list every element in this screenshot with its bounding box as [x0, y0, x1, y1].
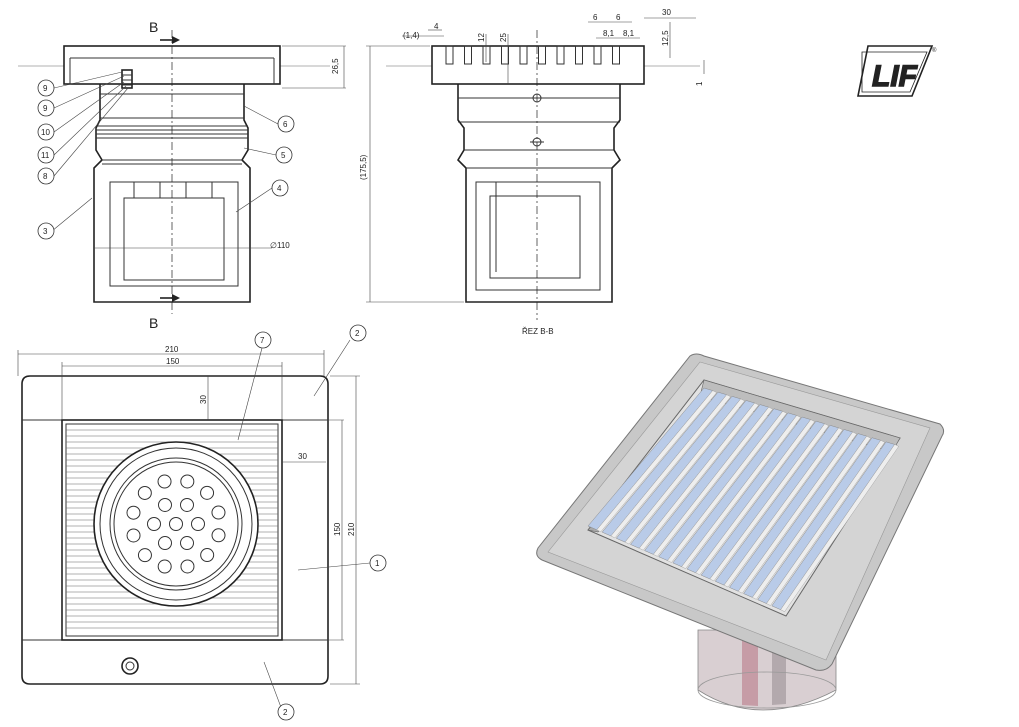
- front-view: B B 26,5 ∅110 9 9 10 11 8 3 4 5 6: [18, 19, 346, 331]
- section-label-top: B: [149, 19, 158, 35]
- balloon-1: 1: [369, 554, 387, 572]
- balloon-7: 7: [254, 331, 272, 349]
- svg-text:10: 10: [41, 128, 50, 137]
- dim-plan-210-h: 210: [347, 522, 356, 536]
- balloon-5: 5: [275, 146, 293, 164]
- dim-top-8-1a: 8,1: [603, 29, 615, 38]
- svg-text:8: 8: [43, 172, 48, 181]
- balloon-10: 10: [37, 123, 55, 141]
- svg-text:3: 3: [43, 227, 48, 236]
- dim-top-12: 12: [477, 33, 486, 42]
- dim-top-12-5: 12,5: [661, 30, 670, 46]
- dim-total-height: (175,5): [359, 154, 368, 180]
- balloon-9a: 9: [37, 79, 55, 97]
- dim-top-4: 4: [434, 22, 439, 31]
- svg-text:2: 2: [355, 329, 360, 338]
- balloon-11: 11: [37, 146, 55, 164]
- svg-text:9: 9: [43, 84, 48, 93]
- balloon-3: 3: [37, 222, 55, 240]
- dim-plan-150-h: 150: [333, 522, 342, 536]
- section-caption: ŘEZ B-B: [522, 327, 554, 336]
- section-label-bottom: B: [149, 315, 158, 331]
- svg-text:5: 5: [281, 151, 286, 160]
- dim-right-1: 1: [695, 81, 704, 86]
- svg-text:1: 1: [375, 559, 380, 568]
- dim-top-25: 25: [499, 33, 508, 42]
- balloon-8: 8: [37, 167, 55, 185]
- dim-top-8-1b: 8,1: [623, 29, 635, 38]
- dim-top-1-4: (1,4): [403, 31, 420, 40]
- dim-diameter: ∅110: [270, 241, 290, 250]
- balloon-2b: 2: [277, 703, 295, 721]
- dim-flange-height: 26,5: [331, 58, 340, 74]
- balloon-9b: 9: [37, 99, 55, 117]
- dim-top-6a: 6: [593, 13, 598, 22]
- svg-text:11: 11: [41, 151, 50, 160]
- svg-text:2: 2: [283, 708, 288, 717]
- isometric-render: [536, 353, 945, 711]
- dim-top-6b: 6: [616, 13, 621, 22]
- svg-text:4: 4: [277, 184, 282, 193]
- plan-view: 210 150 30 30 150 210 7 2 1 2: [17, 324, 387, 721]
- company-logo: LIF ®: [857, 45, 937, 97]
- logo-mark: LIF: [872, 60, 918, 93]
- dim-top-30: 30: [662, 8, 671, 17]
- dim-plan-30-v: 30: [199, 395, 208, 404]
- logo-registered: ®: [932, 47, 937, 54]
- svg-text:6: 6: [283, 120, 288, 129]
- balloon-4: 4: [271, 179, 289, 197]
- section-view: (175,5) 4 (1,4) 12 25 6 6 8,1 8,1 30 12,…: [359, 8, 705, 336]
- balloon-2a: 2: [349, 324, 367, 342]
- svg-text:9: 9: [43, 104, 48, 113]
- dim-plan-150-w: 150: [166, 357, 180, 366]
- svg-text:7: 7: [260, 336, 265, 345]
- dim-plan-30-h: 30: [298, 452, 307, 461]
- balloon-6: 6: [277, 115, 295, 133]
- dim-plan-210-w: 210: [165, 345, 179, 354]
